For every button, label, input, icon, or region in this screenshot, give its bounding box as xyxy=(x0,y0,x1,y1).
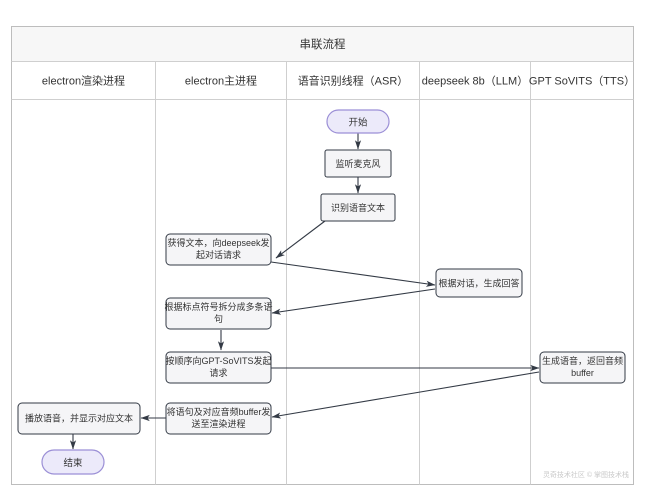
title-band xyxy=(11,26,634,62)
node-start[interactable]: 开始 xyxy=(326,109,390,134)
lane-header-llm: deepseek 8b（LLM） xyxy=(422,75,528,88)
node-split-sentences-label-line1: 根据标点符号拆分成多条语 xyxy=(164,301,272,312)
node-llm-generate-answer-label: 根据对话，生成回答 xyxy=(438,278,519,289)
node-recognize-speech-text[interactable]: 识别语音文本 xyxy=(320,193,396,222)
node-start-label: 开始 xyxy=(348,117,368,129)
lane-header-asr: 语音识别线程（ASR） xyxy=(298,74,409,88)
node-end-label: 结束 xyxy=(63,457,83,469)
node-split-sentences-shape[interactable] xyxy=(165,297,272,330)
node-request-llm[interactable]: 获得文本，向deepseek发 起对话请求 xyxy=(165,233,272,266)
node-request-tts[interactable]: 按顺序向GPT-SoVITS发起 请求 xyxy=(165,351,272,384)
edge-tts-generate-to-send xyxy=(271,371,540,419)
node-send-to-renderer[interactable]: 将语句及对应音频buffer发 送至渲染进程 xyxy=(165,402,272,435)
node-play-audio-label: 播放语音，并显示对应文本 xyxy=(25,413,133,424)
diagram-title: 串联流程 xyxy=(300,37,346,51)
node-play-audio[interactable]: 播放语音，并显示对应文本 xyxy=(17,402,141,435)
node-play-audio-shape[interactable] xyxy=(17,402,141,435)
node-send-to-renderer-shape[interactable] xyxy=(165,402,272,435)
node-request-llm-label-line2: 起对话请求 xyxy=(196,249,241,260)
node-request-tts-label-line2: 请求 xyxy=(209,367,227,378)
lane-header-main: electron主进程 xyxy=(185,75,257,88)
edge-recognize-to-request-llm xyxy=(275,220,326,259)
node-end[interactable]: 结束 xyxy=(41,449,105,475)
node-llm-generate-answer[interactable]: 根据对话，生成回答 xyxy=(435,268,523,298)
node-tts-generate-audio[interactable]: 生成语音，返回音频 buffer xyxy=(539,351,626,384)
outer-frame xyxy=(11,26,634,485)
node-tts-generate-audio-label-line1: 生成语音，返回音频 xyxy=(542,355,623,366)
node-split-sentences[interactable]: 根据标点符号拆分成多条语 句 xyxy=(164,297,273,330)
node-llm-generate-answer-shape[interactable] xyxy=(435,268,523,298)
edge-llm-answer-to-split xyxy=(271,288,436,315)
lane-header-band xyxy=(11,61,634,100)
node-end-shape[interactable] xyxy=(41,449,105,475)
edge-layer xyxy=(69,133,540,450)
edge-request-llm-to-llm-answer xyxy=(270,261,436,287)
node-start-shape[interactable] xyxy=(326,109,390,134)
node-request-llm-shape[interactable] xyxy=(165,233,272,266)
watermark: 灵奇技术社区 © 掌图技术栈 xyxy=(543,470,629,479)
node-listen-microphone[interactable]: 监听麦克风 xyxy=(324,149,392,178)
node-send-to-renderer-label-line2: 送至渲染进程 xyxy=(191,418,245,429)
lane-header-renderer: electron渲染进程 xyxy=(42,74,125,88)
node-listen-microphone-label: 监听麦克风 xyxy=(335,158,380,169)
node-send-to-renderer-label-line1: 将语句及对应音频buffer发 xyxy=(167,406,271,417)
node-request-tts-label-line1: 按顺序向GPT-SoVITS发起 xyxy=(165,355,271,366)
node-request-llm-label-line1: 获得文本，向deepseek发 xyxy=(167,237,269,248)
node-recognize-speech-text-shape[interactable] xyxy=(320,193,396,222)
node-tts-generate-audio-label-line2: buffer xyxy=(571,368,594,378)
node-tts-generate-audio-shape[interactable] xyxy=(539,351,626,384)
node-listen-microphone-shape[interactable] xyxy=(324,149,392,178)
node-request-tts-shape[interactable] xyxy=(165,351,272,384)
node-recognize-speech-text-label: 识别语音文本 xyxy=(331,202,385,213)
lane-header-tts: GPT SoVITS（TTS） xyxy=(529,75,635,88)
node-split-sentences-label-line2: 句 xyxy=(214,313,223,324)
